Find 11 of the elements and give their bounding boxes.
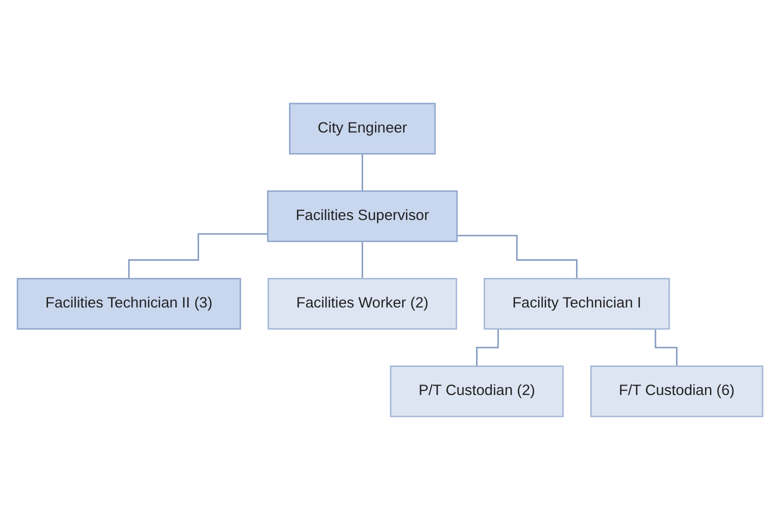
connector [362, 153, 364, 192]
node-box: F/T Custodian (6) [590, 365, 764, 418]
connector [362, 240, 364, 280]
node-box: Facilities Worker (2) [268, 278, 458, 330]
node-box: P/T Custodian (2) [390, 365, 564, 418]
connector [457, 234, 578, 280]
connector [128, 233, 268, 280]
node-box: Facility Technician I [484, 278, 670, 330]
node-box: Facilities Technician II (3) [16, 278, 242, 330]
node-box: Facilities Supervisor [267, 190, 458, 242]
node-box: City Engineer [289, 102, 436, 155]
